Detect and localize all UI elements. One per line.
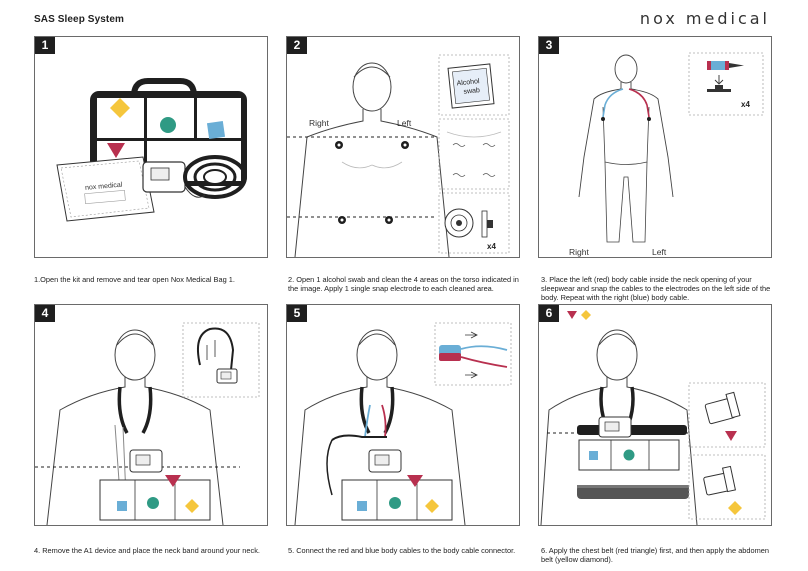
swab-label-line2: swab (463, 87, 480, 96)
cable-multiplier: x4 (741, 100, 750, 109)
step-4-caption: 4. Remove the A1 device and place the ne… (34, 546, 260, 555)
page-title: SAS Sleep System (34, 14, 124, 25)
label-left: Left (397, 118, 412, 128)
swab-multiplier: x4 (487, 242, 496, 251)
label-right: Right (569, 247, 589, 257)
step-4-illustration (35, 322, 260, 525)
brand-logo: nox medical (639, 9, 770, 28)
step-1-caption: 1.Open the kit and remove and tear open … (34, 275, 235, 284)
step-3-panel: 3 Right Left x4 (538, 36, 772, 258)
step-6-panel: 6 (538, 304, 772, 526)
step-6-badge: 6 (539, 305, 559, 322)
step-2-panel: 2 Right Left Alcohol swab x4 (286, 36, 520, 258)
step-6-illustration (540, 310, 766, 525)
bag-label: nox medical (85, 182, 123, 192)
step-3-illustration: Right Left x4 (569, 52, 764, 257)
step-5-caption: 5. Connect the red and blue body cables … (288, 546, 516, 555)
swab-label-line1: Alcohol (456, 78, 480, 87)
yellow-diamond-icon (581, 310, 591, 320)
step-2-caption: 2. Open 1 alcohol swab and clean the 4 a… (288, 275, 519, 293)
step-4-badge: 4 (35, 305, 55, 322)
label-right: Right (309, 118, 329, 128)
step-4-panel: 4 (34, 304, 268, 526)
label-left: Left (652, 247, 667, 257)
step-1-badge: 1 (35, 37, 55, 54)
step-3-caption: 3. Place the left (red) body cable insid… (541, 275, 771, 302)
step-2-illustration: Right Left Alcohol swab x4 (287, 54, 510, 257)
step-6-caption: 6. Apply the chest belt (red triangle) f… (541, 546, 770, 564)
step-3-badge: 3 (539, 37, 559, 54)
step-2-badge: 2 (287, 37, 307, 54)
step-1-illustration: nox medical (56, 78, 247, 222)
step-5-panel: 5 (286, 304, 520, 526)
step-5-illustration (294, 322, 512, 525)
step-5-badge: 5 (287, 305, 307, 322)
step-1-panel: 1 nox medical (34, 36, 268, 258)
red-triangle-icon (567, 311, 577, 319)
